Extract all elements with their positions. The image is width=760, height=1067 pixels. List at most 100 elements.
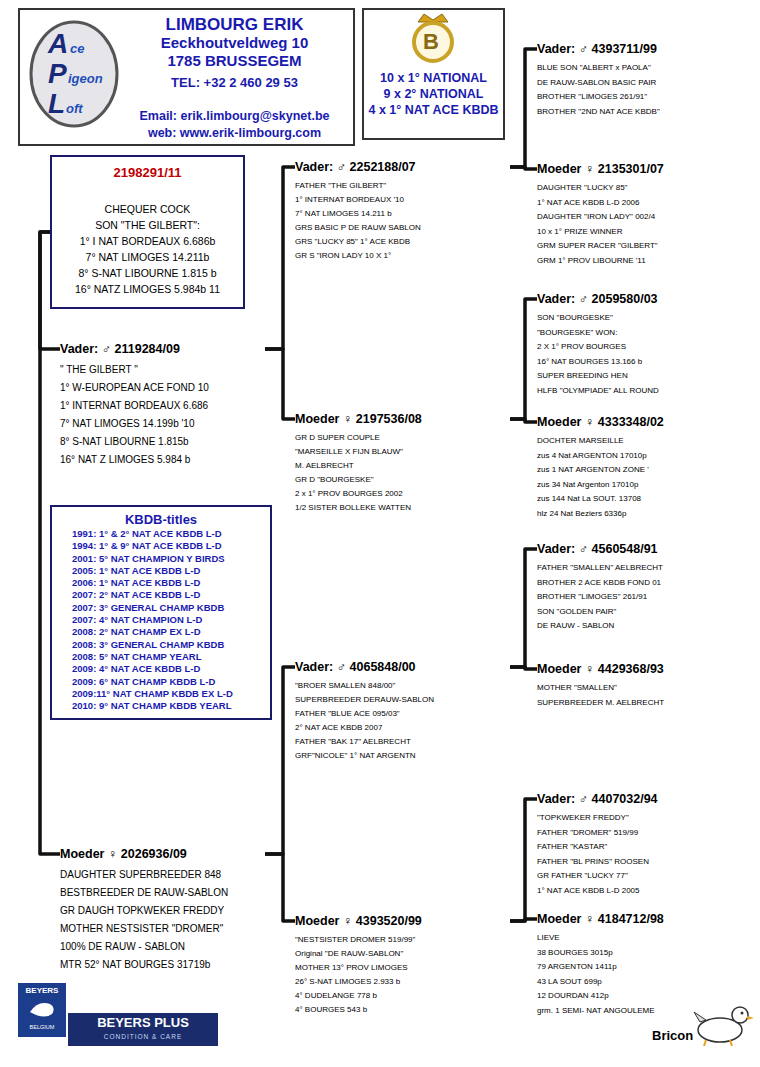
node-text: 10 x 1° PRIZE WINNER bbox=[537, 225, 755, 240]
node-heading: Moeder ♀ 2197536/08 bbox=[295, 410, 510, 428]
node-text: 4° BOURGES 543 b bbox=[295, 1003, 510, 1017]
node-text: TEL: +32 2 460 29 53 bbox=[120, 74, 349, 92]
node-text: zus 4 Nat ARGENTON 17010p bbox=[537, 449, 755, 464]
node-text: DE RAUW-SABLON BASIC PAIR bbox=[537, 76, 755, 91]
pedigree-bracket bbox=[510, 419, 537, 422]
node-text: 1° INTERNAT BORDEAUX '10 bbox=[295, 193, 510, 207]
node-text: 16° NAT BOURGES 13.166 b bbox=[537, 355, 755, 370]
node-text: 1° NAT ACE KBDB L-D 2005 bbox=[537, 884, 755, 899]
node-text: grm. 1 SEMI- NAT ANGOULEME bbox=[537, 1004, 755, 1019]
node-text: 16° NATZ LIMOGES 5.984b 11 bbox=[56, 281, 239, 297]
pedigree-bracket bbox=[510, 299, 537, 419]
node-text: DAUGHTER SUPERBREEDER 848 bbox=[60, 866, 265, 884]
node-heading: Moeder ♀ 2026936/09 bbox=[60, 845, 265, 863]
node-heading: Vader: ♂ 4065848/00 bbox=[295, 658, 510, 676]
node-text: 4° DUDELANGE 778 b bbox=[295, 989, 510, 1003]
node-text: 4 x 1° NAT ACE KBDB bbox=[368, 102, 499, 118]
node-text: BLUE SON "ALBERT x PAOLA" bbox=[537, 61, 755, 76]
node-text: 38 BOURGES 3015p bbox=[537, 946, 755, 961]
node-text: BESTBREEDER DE RAUW-SABLON bbox=[60, 884, 265, 902]
node-text: 9 x 2° NATIONAL bbox=[368, 86, 499, 102]
node-heading: Moeder ♀ 4429368/93 bbox=[537, 660, 755, 678]
node-text: FATHER "THE GILBERT" bbox=[295, 179, 510, 193]
node-text: SON "THE GILBERT": bbox=[56, 217, 239, 233]
node-text: oft bbox=[66, 102, 83, 115]
node-heading: Vader: ♂ 2119284/09 bbox=[60, 340, 265, 358]
node-text: 7° NAT LIMOGES 14.211b bbox=[56, 249, 239, 265]
node-heading: 2198291/11 bbox=[56, 165, 239, 181]
node-text: 7° NAT LIMOGES 14.211 b bbox=[295, 207, 510, 221]
node-heading: Vader: ♂ 2252188/07 bbox=[295, 158, 510, 176]
node-text: 1° I NAT BORDEAUX 6.686b bbox=[56, 233, 239, 249]
node-heading: A bbox=[48, 30, 68, 58]
pedigree-bracket bbox=[265, 167, 295, 349]
node-text: Email: erik.limbourg@skynet.be bbox=[120, 108, 349, 125]
node-text: 2007: 3° GENERAL CHAMP KBDB bbox=[72, 602, 266, 614]
node-text: 100% DE RAUW - SABLON bbox=[60, 938, 265, 956]
pedigree-bracket bbox=[510, 549, 537, 667]
node-text: 2008: 3° GENERAL CHAMP KBDB bbox=[72, 639, 266, 651]
pedigree-entry: Moeder ♀ 2026936/09DAUGHTER SUPERBREEDER… bbox=[60, 845, 265, 974]
pedigree-entry: Moeder ♀ 2197536/08GR D SUPER COUPLE"MAR… bbox=[295, 410, 510, 515]
node-heading: Moeder ♀ 4393520/99 bbox=[295, 912, 510, 930]
node-text: " THE GILBERT " bbox=[60, 361, 265, 379]
node-text: 2 x 1° PROV BOURGES 2002 bbox=[295, 487, 510, 501]
node-text: 8° S-NAT LIBOURNE 1.815 b bbox=[56, 265, 239, 281]
node-heading: Moeder ♀ 2135301/07 bbox=[537, 160, 755, 178]
node-text: LIEVE bbox=[537, 931, 755, 946]
node-heading: 10 x 1° NATIONAL bbox=[368, 70, 499, 86]
node-text: GR D "BOURGESKE" bbox=[295, 473, 510, 487]
node-text: 12 DOURDAN 412p bbox=[537, 989, 755, 1004]
node-text: 2 X 1° PROV BOURGES bbox=[537, 340, 755, 355]
pedigree-entry: Moeder ♀ 4393520/99"NESTSISTER DROMER 51… bbox=[295, 912, 510, 1017]
node-text: SUPERBREEDER DERAUW-SABLON bbox=[295, 693, 510, 707]
node-text: GRF"NICOLE" 1° NAT ARGENTN bbox=[295, 749, 510, 763]
brand-name: BEYERS PLUS bbox=[68, 1015, 218, 1030]
node-text: SON "BOURGESKE" bbox=[537, 311, 755, 326]
node-text: 1991: 1° & 2° NAT ACE KBDB L-D bbox=[72, 528, 266, 540]
pedigree-entry: Vader: ♂ 2059580/03SON "BOURGESKE""BOURG… bbox=[537, 290, 755, 398]
node-heading: Vader: ♂ 4407032/94 bbox=[537, 790, 755, 808]
pedigree-bracket bbox=[510, 799, 537, 921]
pedigree-entry: Vader: ♂ 2119284/09" THE GILBERT "1° W-E… bbox=[60, 340, 265, 469]
brand-country: BELGIUM bbox=[19, 1024, 65, 1030]
node-text: 2008: 5° NAT CHAMP YEARL bbox=[72, 651, 266, 663]
node-text: SUPER BREEDING HEN bbox=[537, 369, 755, 384]
node-text: SON "GOLDEN PAIR" bbox=[537, 605, 755, 620]
badge-box: 10 x 1° NATIONAL9 x 2° NATIONAL4 x 1° NA… bbox=[362, 8, 505, 140]
node-text: "BROER SMALLEN 848/00" bbox=[295, 679, 510, 693]
node-text: "MARSEILLE X FIJN BLAUW" bbox=[295, 445, 510, 459]
node-text: 2005: 1° NAT ACE KBDB L-D bbox=[72, 565, 266, 577]
pedigree-bracket bbox=[510, 167, 537, 169]
node-text: 2007: 4° NAT CHAMPION L-D bbox=[72, 614, 266, 626]
node-text: FATHER "BLUE ACE 095/03" bbox=[295, 707, 510, 721]
node-text: 1° INTERNAT BORDEAUX 6.686 bbox=[60, 397, 265, 415]
pedigree-bracket bbox=[510, 49, 537, 167]
node-text: GRM SUPER RACER "GILBERT" bbox=[537, 239, 755, 254]
node-heading: Vader: ♂ 2059580/03 bbox=[537, 290, 755, 308]
pigeon-cartoon bbox=[694, 1007, 754, 1046]
logo-circle: AcePigeonLoft bbox=[28, 18, 120, 130]
node-text: 2009:11° NAT CHAMP KBDB EX L-D bbox=[72, 688, 266, 700]
pedigree-entry: Moeder ♀ 4333348/02DOCHTER MARSEILLEzus … bbox=[537, 413, 755, 521]
node-text: zus 1 NAT ARGENTON ZONE ' bbox=[537, 463, 755, 478]
node-text: zus 144 Nat La SOUT. 13708 bbox=[537, 492, 755, 507]
node-text: 2008: 2° NAT CHAMP EX L-D bbox=[72, 626, 266, 638]
pedigree-entry: Vader: ♂ 4065848/00 "BROER SMALLEN 848/00… bbox=[295, 658, 510, 763]
pedigree-entry: Moeder ♀ 4429368/93MOTHER "SMALLEN"SUPER… bbox=[537, 660, 755, 710]
node-text: 2010: 9° NAT CHAMP KBDB YEARL bbox=[72, 700, 266, 712]
node-text: Original "DE RAUW-SABLON" bbox=[295, 947, 510, 961]
pedigree-entry: Vader: ♂ 4407032/94"TOPKWEKER FREDDY"FAT… bbox=[537, 790, 755, 898]
node-text: 2001: 5° NAT CHAMPION Y BIRDS bbox=[72, 553, 266, 565]
node-text: FATHER "BL PRINS" ROOSEN bbox=[537, 855, 755, 870]
pedigree-entry: Vader: ♂ 4393711/99BLUE SON "ALBERT x PA… bbox=[537, 40, 755, 119]
node-text: 1° NAT ACE KBDB L-D 2006 bbox=[537, 196, 755, 211]
node-text: igeon bbox=[68, 72, 103, 85]
node-text: BROTHER "LIMOGES 261/91" bbox=[537, 90, 755, 105]
node-text: hlz 24 Nat Beziers 6336p bbox=[537, 507, 755, 522]
node-text: GRS "LUCKY 85" 1° ACE KBDB bbox=[295, 235, 510, 249]
node-text: DE RAUW - SABLON bbox=[537, 619, 755, 634]
node-text: P bbox=[48, 60, 67, 88]
node-text: 1785 BRUSSEGEM bbox=[120, 52, 349, 70]
node-text: SUPERBREEDER M. AELBRECHT bbox=[537, 696, 755, 711]
